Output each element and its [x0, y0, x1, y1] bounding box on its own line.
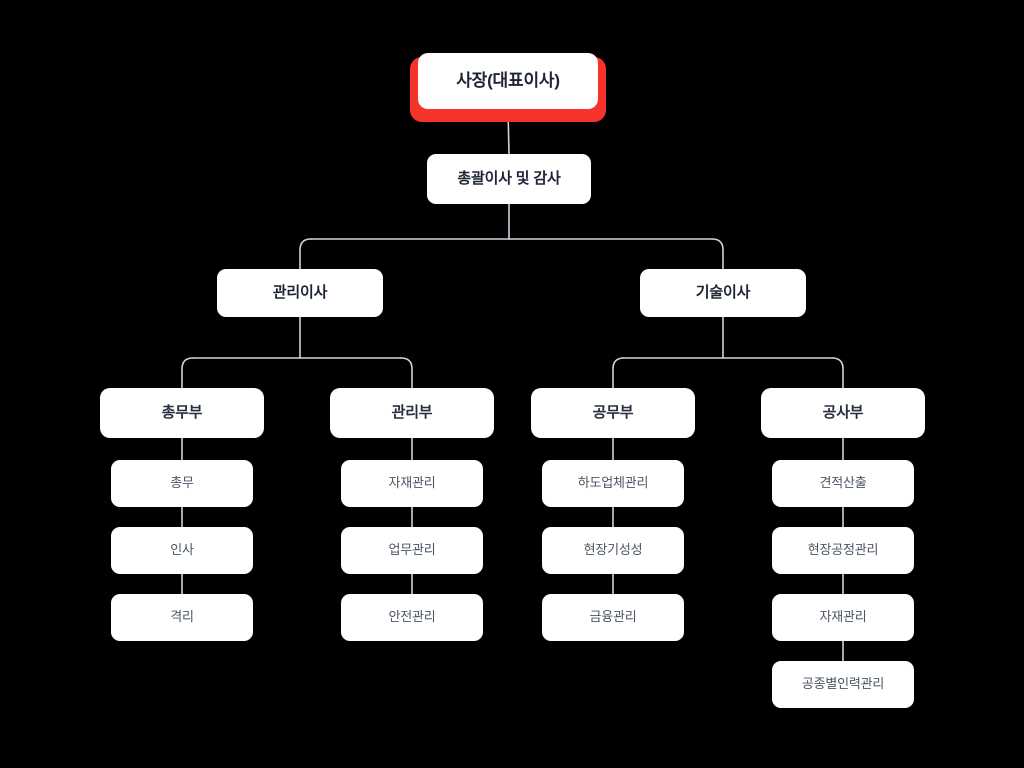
- org-node-mg_3[interactable]: 안전관리: [341, 594, 483, 641]
- org-node-label: 견적산출: [819, 475, 867, 491]
- org-node-cw_1[interactable]: 견적산출: [772, 460, 914, 507]
- org-node-cw_3[interactable]: 자재관리: [772, 594, 914, 641]
- org-node-label: 인사: [170, 542, 194, 558]
- connector-path: [400, 357, 413, 389]
- org-node-ga_2[interactable]: 인사: [111, 527, 253, 574]
- connector-path: [612, 357, 625, 389]
- org-node-dept_pw[interactable]: 공무부: [531, 388, 695, 438]
- org-node-label: 총괄이사 및 감사: [457, 169, 561, 187]
- org-node-exec[interactable]: 총괄이사 및 감사: [427, 154, 591, 204]
- org-node-mg_1[interactable]: 자재관리: [341, 460, 483, 507]
- org-node-dept_mg[interactable]: 관리부: [330, 388, 494, 438]
- org-node-cw_2[interactable]: 현장공정관리: [772, 527, 914, 574]
- org-node-label: 격리: [170, 609, 194, 625]
- org-node-label: 공사부: [822, 403, 864, 421]
- connector-path: [299, 238, 312, 270]
- org-node-ga_3[interactable]: 격리: [111, 594, 253, 641]
- org-node-label: 관리이사: [272, 283, 328, 301]
- org-node-ceo[interactable]: 사장(대표이사): [418, 53, 598, 109]
- org-node-pw_1[interactable]: 하도업체관리: [542, 460, 684, 507]
- org-node-label: 자재관리: [388, 475, 436, 491]
- org-node-cw_4[interactable]: 공종별인력관리: [772, 661, 914, 708]
- org-node-label: 하도업체관리: [577, 475, 649, 491]
- org-node-label: 총무부: [161, 403, 203, 421]
- org-node-dept_ga[interactable]: 총무부: [100, 388, 264, 438]
- org-node-dir_tech[interactable]: 기술이사: [640, 269, 806, 317]
- org-node-label: 사장(대표이사): [456, 70, 560, 90]
- org-node-label: 관리부: [391, 403, 433, 421]
- org-node-label: 현장공정관리: [807, 542, 879, 558]
- org-node-ga_1[interactable]: 총무: [111, 460, 253, 507]
- org-node-dir_mgmt[interactable]: 관리이사: [217, 269, 383, 317]
- org-node-label: 안전관리: [388, 609, 436, 625]
- connector-path: [831, 357, 844, 389]
- org-node-label: 금융관리: [589, 609, 637, 625]
- org-node-label: 총무: [170, 475, 194, 491]
- org-node-label: 업무관리: [388, 542, 436, 558]
- connector-path: [181, 357, 194, 389]
- org-node-pw_3[interactable]: 금융관리: [542, 594, 684, 641]
- org-node-dept_cw[interactable]: 공사부: [761, 388, 925, 438]
- connector-path: [711, 238, 724, 270]
- org-node-label: 기술이사: [695, 283, 751, 301]
- org-node-mg_2[interactable]: 업무관리: [341, 527, 483, 574]
- org-node-label: 공종별인력관리: [801, 676, 885, 692]
- org-node-label: 현장기성성: [583, 542, 643, 558]
- org-node-label: 공무부: [592, 403, 634, 421]
- org-node-pw_2[interactable]: 현장기성성: [542, 527, 684, 574]
- org-node-label: 자재관리: [819, 609, 867, 625]
